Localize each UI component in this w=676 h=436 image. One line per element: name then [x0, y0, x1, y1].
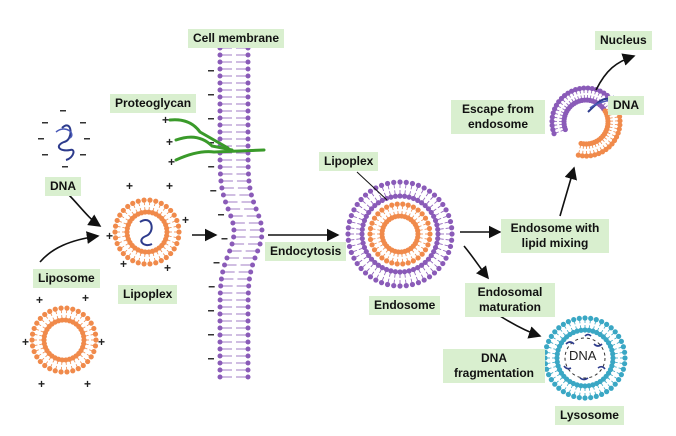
arrows — [39, 53, 636, 339]
dna-label-left: DNA — [45, 177, 81, 196]
endosomal-maturation-label: Endosomal maturation — [465, 283, 555, 317]
escape-label-line1: Escape from — [461, 102, 535, 116]
fragmentation-label-line2: fragmentation — [453, 366, 534, 380]
fragmentation-label-line1: DNA — [481, 351, 507, 365]
maturation-label-line2: maturation — [478, 300, 541, 314]
nucleus-label: Nucleus — [595, 31, 652, 50]
svg-text:+: + — [182, 213, 189, 227]
liposome-label: Liposome — [33, 269, 100, 288]
endosome-lipid-mixing-label: Endosome with lipid mixing — [501, 219, 609, 253]
svg-text:+: + — [120, 257, 127, 271]
svg-text:+: + — [82, 291, 89, 305]
lysosome-dna-text: DNA — [569, 348, 597, 363]
lipoplex-label-bottom: Lipoplex — [118, 285, 178, 304]
endocytosis-label: Endocytosis — [265, 242, 347, 261]
lysosome-label: Lysosome — [555, 406, 624, 425]
lipoplex-label-top: Lipoplex — [319, 152, 379, 171]
arrow-endosome-to-maturation — [463, 245, 489, 280]
lipoplex-left-shape — [112, 197, 182, 267]
liposome-charges: + + + + + + — [22, 291, 105, 391]
escaping-endosome-shape — [549, 85, 623, 159]
maturation-label-line1: Endosomal — [477, 285, 543, 299]
svg-text:+: + — [168, 155, 175, 169]
proteoglycan-charges: + + + — [162, 113, 175, 169]
lipoplex-pointer-line — [356, 171, 388, 201]
arrow-escape-to-nucleus — [595, 53, 636, 91]
endosome-label: Endosome — [369, 296, 441, 315]
lysosome-shape — [542, 315, 628, 401]
svg-text:+: + — [106, 229, 113, 243]
svg-text:+: + — [38, 377, 45, 391]
liposome-shape — [29, 305, 99, 375]
mixing-label-line1: Endosome with — [510, 221, 600, 235]
free-dna-icon — [38, 110, 90, 168]
dna-label-right: DNA — [608, 96, 644, 115]
svg-text:+: + — [126, 179, 133, 193]
cell-membrane-label: Cell membrane — [188, 29, 285, 48]
dna-fragmentation-label: DNA fragmentation — [443, 349, 545, 383]
proteoglycan-shape — [168, 118, 266, 162]
proteoglycan-label: Proteoglycan — [110, 94, 197, 113]
svg-text:+: + — [22, 335, 29, 349]
svg-text:+: + — [84, 377, 91, 391]
svg-text:+: + — [164, 261, 171, 275]
arrow-mixing-to-escape — [559, 166, 578, 217]
lipoplex-left-charges: + + + + + + — [106, 179, 189, 275]
svg-text:+: + — [162, 113, 169, 127]
mixing-label-line2: lipid mixing — [521, 236, 589, 250]
svg-text:+: + — [166, 179, 173, 193]
svg-text:+: + — [36, 293, 43, 307]
svg-text:+: + — [166, 135, 173, 149]
arrow-dna-to-lipoplex — [67, 193, 102, 227]
cell-membrane — [208, 45, 265, 380]
escape-from-endosome-label: Escape from endosome — [451, 100, 545, 134]
lipoplex-left-dna-icon — [139, 219, 153, 246]
svg-text:+: + — [98, 335, 105, 349]
escape-label-line2: endosome — [467, 117, 528, 131]
arrow-maturation-to-lysosome — [499, 315, 542, 339]
endosome-shape — [345, 179, 455, 289]
dna-fragments-icon — [563, 333, 606, 381]
arrow-liposome-to-lipoplex — [39, 231, 100, 263]
